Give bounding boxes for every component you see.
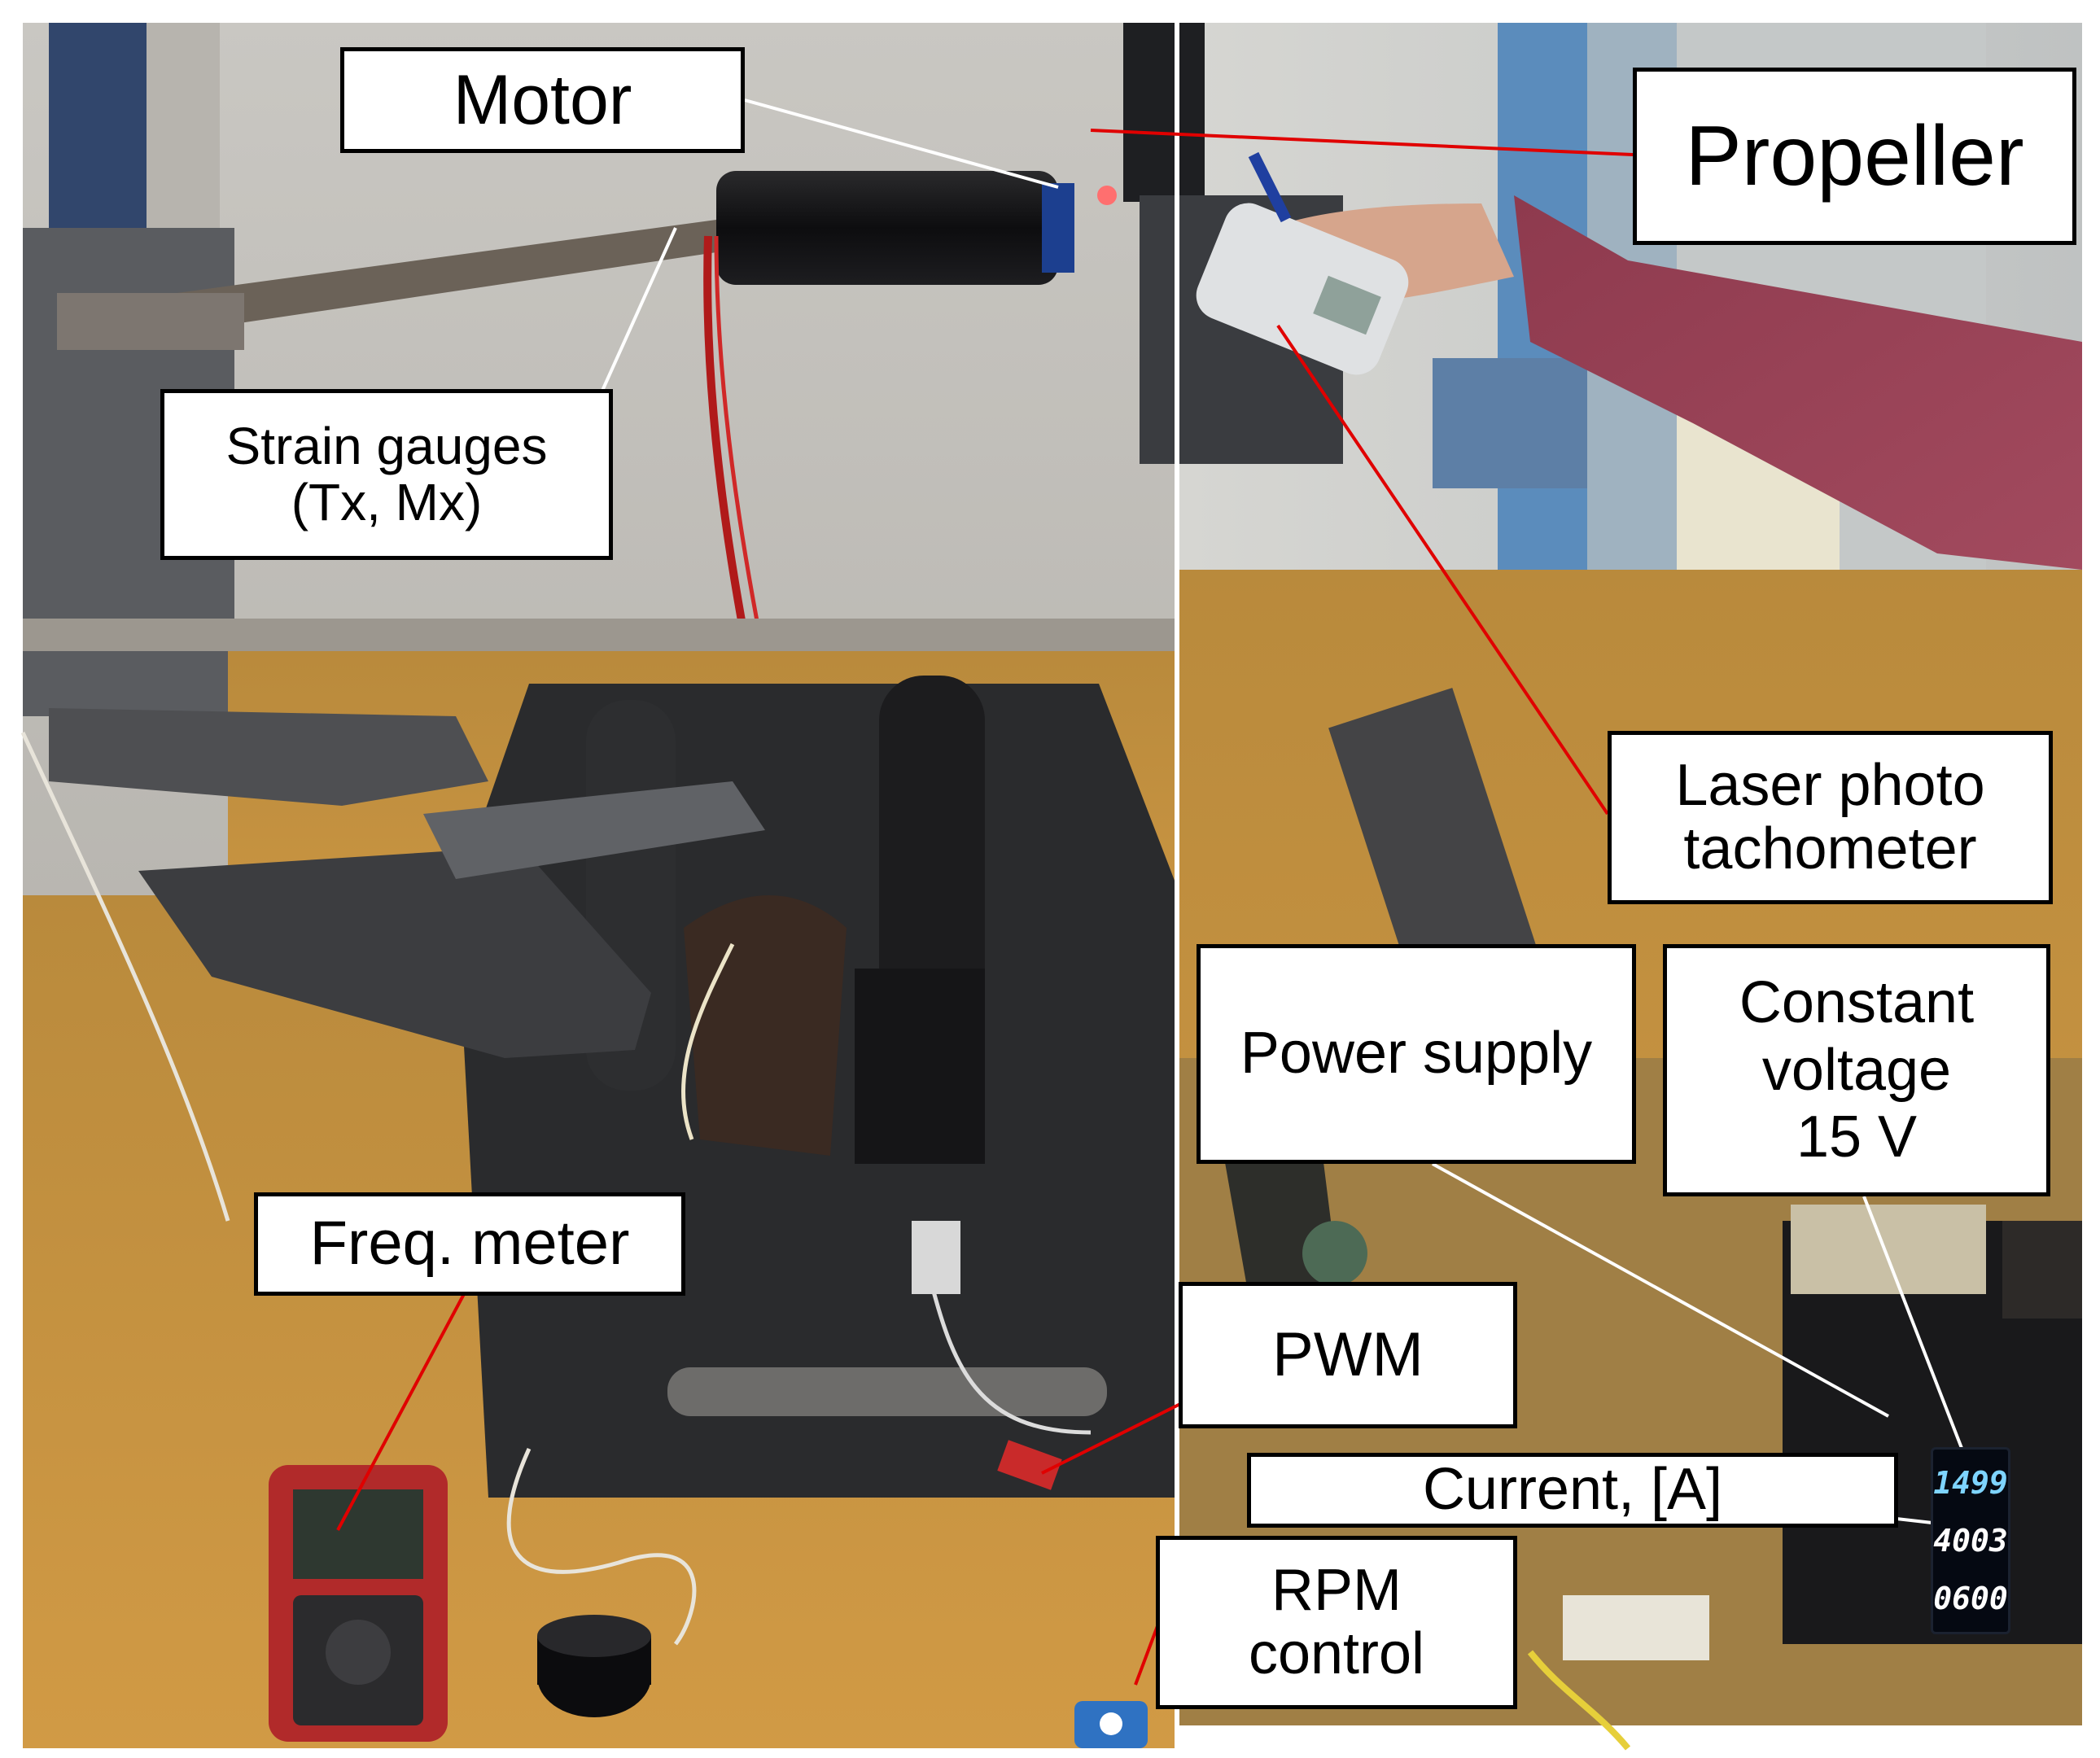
power-supply-display: 1499 4003 0600 — [1931, 1447, 2010, 1634]
laser-leader — [1276, 324, 1609, 816]
motor-body — [716, 171, 1058, 285]
constant-label-line3: 15 V — [1796, 1104, 1918, 1170]
tachometer — [1196, 203, 1409, 375]
current-label-text: Current, [A] — [1422, 1457, 1723, 1523]
freq-meter-leader — [336, 1293, 466, 1531]
motor-leader — [744, 98, 1059, 189]
photo-divider — [1175, 23, 1179, 1748]
power-supply-leader — [1432, 1162, 1889, 1418]
laser-label-line1: Laser photo — [1675, 752, 1985, 818]
strain-gauges-leader — [601, 227, 677, 391]
constant-label-line1: Constant — [1739, 969, 1975, 1035]
strain-gauges-label-line1: Strain gauges — [225, 416, 548, 475]
pwm-label-text: PWM — [1272, 1319, 1424, 1389]
propeller-leader — [1090, 129, 1634, 156]
freq-meter-label-text: Freq. meter — [309, 1209, 630, 1279]
strain-gauges-label: Strain gauges (Tx, Mx) — [160, 389, 613, 560]
left-photo — [20, 23, 1180, 1748]
power-supply-label: Power supply — [1197, 944, 1636, 1164]
pwm-leader — [1041, 1398, 1189, 1475]
strain-gauges-label-line2: (Tx, Mx) — [291, 473, 483, 531]
rpm-control-label: RPM control — [1156, 1536, 1517, 1709]
rpm-label-line2: control — [1248, 1620, 1425, 1686]
laser-tachometer-label: Laser photo tachometer — [1608, 731, 2053, 904]
power-supply-label-text: Power supply — [1240, 1021, 1593, 1087]
freq-meter-label: Freq. meter — [254, 1192, 685, 1296]
pwm-label: PWM — [1179, 1282, 1517, 1428]
constant-label-line2: voltage — [1761, 1037, 1952, 1103]
display-power-readout: 0600 — [1933, 1580, 2008, 1616]
constant-voltage-leader — [1862, 1196, 1971, 1470]
rpm-label-line1: RPM — [1271, 1557, 1402, 1623]
constant-voltage-label: Constant voltage 15 V — [1663, 944, 2050, 1196]
propeller-label: Propeller — [1633, 68, 2076, 245]
laser-label-line2: tachometer — [1683, 816, 1977, 881]
propeller-label-text: Propeller — [1685, 108, 2024, 203]
current-label: Current, [A] — [1247, 1453, 1898, 1528]
display-current-readout: 4003 — [1933, 1522, 2008, 1559]
display-voltage-readout: 1499 — [1933, 1465, 2008, 1502]
motor-label-text: Motor — [453, 60, 632, 139]
motor-label: Motor — [340, 47, 745, 153]
